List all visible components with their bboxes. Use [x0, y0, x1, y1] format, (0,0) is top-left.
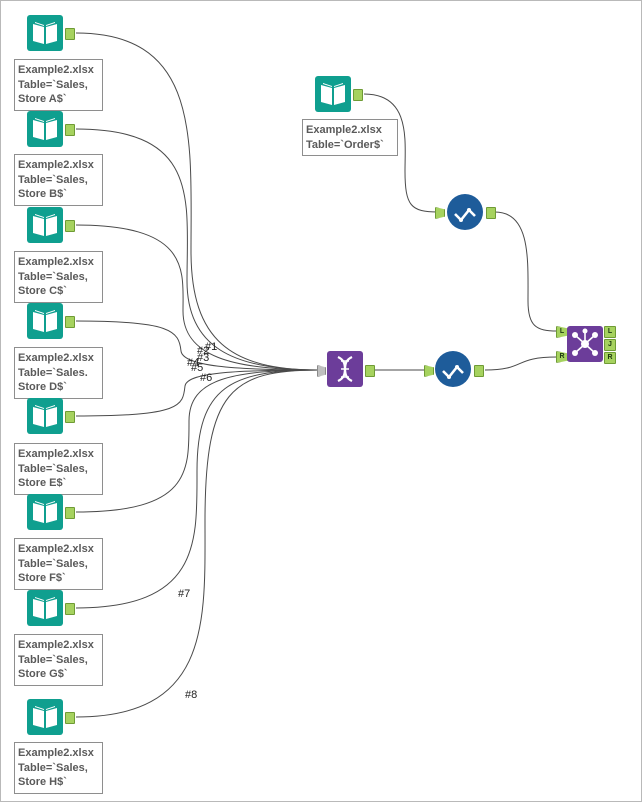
checkmark-icon	[442, 365, 464, 379]
output-anchor[interactable]	[65, 603, 75, 615]
wire-input6-union	[75, 369, 320, 513]
output-anchor[interactable]	[365, 365, 375, 377]
book-icon	[33, 597, 57, 619]
select-tool-1[interactable]	[435, 351, 471, 387]
wire-label: #5	[191, 362, 204, 374]
wire-input4-union	[75, 320, 320, 371]
output-anchor[interactable]	[65, 124, 75, 136]
output-anchor[interactable]	[353, 89, 363, 101]
wire-input5-union	[75, 369, 320, 417]
book-icon	[33, 501, 57, 523]
join-tool[interactable]	[567, 326, 603, 362]
wire-label: #2	[197, 345, 210, 357]
wire-select-join-left	[494, 211, 558, 332]
wire-select-join-right	[484, 356, 558, 371]
union-tool[interactable]	[327, 351, 363, 387]
input-tool-4[interactable]	[27, 303, 63, 339]
book-icon	[33, 310, 57, 332]
wire-input7-union	[75, 369, 320, 609]
input-tool-5[interactable]	[27, 398, 63, 434]
output-anchor[interactable]	[65, 507, 75, 519]
output-anchor[interactable]	[65, 28, 75, 40]
checkmark-icon	[454, 208, 476, 222]
wire-label: #4	[187, 357, 200, 369]
output-anchor[interactable]	[65, 411, 75, 423]
wire-input3-union	[75, 224, 320, 371]
output-anchor[interactable]	[65, 712, 75, 724]
output-anchor[interactable]	[65, 220, 75, 232]
wire-label: #7	[178, 588, 191, 600]
book-icon	[33, 22, 57, 44]
book-icon	[33, 118, 57, 140]
book-icon	[321, 83, 345, 105]
input-tool-order[interactable]	[315, 76, 351, 112]
join-icon	[572, 328, 598, 356]
join-output-left-anchor[interactable]: L	[604, 326, 616, 338]
wire-input1-union	[75, 32, 320, 371]
book-icon	[33, 706, 57, 728]
input-tool-3[interactable]	[27, 207, 63, 243]
wire-input2-union	[75, 128, 320, 371]
wire-label: #1	[205, 341, 218, 353]
wire-input8-union	[75, 369, 320, 718]
input-tool-7[interactable]	[27, 590, 63, 626]
output-anchor[interactable]	[65, 316, 75, 328]
wire-order-select	[363, 93, 439, 213]
input-tool-1[interactable]	[27, 15, 63, 51]
select-tool-2[interactable]	[447, 194, 483, 230]
output-anchor[interactable]	[486, 207, 496, 219]
wire-label: #8	[185, 689, 198, 701]
book-icon	[33, 214, 57, 236]
join-output-right-anchor[interactable]: R	[604, 352, 616, 364]
input-tool-8[interactable]	[27, 699, 63, 735]
wire-label: #3	[197, 352, 210, 364]
input-tool-2[interactable]	[27, 111, 63, 147]
dna-icon	[337, 356, 353, 382]
wire-label: #6	[200, 372, 213, 384]
output-anchor[interactable]	[474, 365, 484, 377]
book-icon	[33, 405, 57, 427]
input-tool-6[interactable]	[27, 494, 63, 530]
join-output-join-anchor[interactable]: J	[604, 339, 616, 351]
